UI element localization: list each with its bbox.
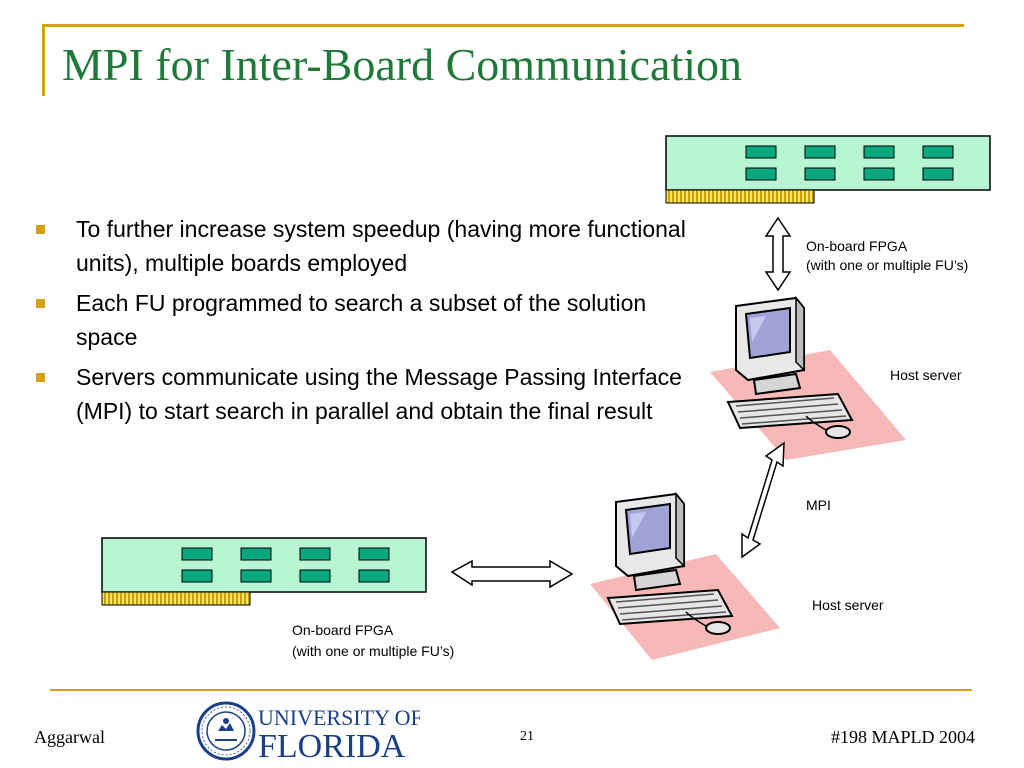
fpga-bottom-label-line1: On-board FPGA xyxy=(292,622,394,638)
fpga-board-bottom xyxy=(101,537,427,606)
bullet-list: To further increase system speedup (havi… xyxy=(36,212,696,434)
mpi-double-arrow xyxy=(741,441,785,559)
bullet-marker xyxy=(36,299,45,308)
university-of-florida-logo: UNIVERSITY OF FLORIDA xyxy=(196,701,420,761)
bullet-text: Each FU programmed to search a subset of… xyxy=(76,290,647,350)
double-arrow-vertical xyxy=(764,216,792,292)
footer-author: Aggarwal xyxy=(34,727,105,747)
university-seal-icon xyxy=(196,701,256,761)
bullet-marker xyxy=(36,373,45,382)
mpi-label: MPI xyxy=(806,497,831,513)
host-bottom-label: Host server xyxy=(812,597,884,613)
footer-line xyxy=(50,689,972,691)
bullet-item: Servers communicate using the Message Pa… xyxy=(36,360,696,428)
footer-conference: #198 MAPLD 2004 xyxy=(831,727,976,747)
page-number: 21 xyxy=(520,729,534,744)
host-server-bottom xyxy=(590,493,780,660)
host-server-top xyxy=(710,297,906,460)
fpga-top-label-line1: On-board FPGA xyxy=(806,238,908,254)
frame-top-line xyxy=(42,24,964,27)
fpga-board-top xyxy=(665,135,991,204)
frame-left-line xyxy=(42,24,45,96)
bullet-item: To further increase system speedup (havi… xyxy=(36,212,696,280)
bullet-item: Each FU programmed to search a subset of… xyxy=(36,286,696,354)
bullet-text: Servers communicate using the Message Pa… xyxy=(76,364,682,424)
host-top-label: Host server xyxy=(890,367,962,383)
double-arrow-horizontal xyxy=(450,559,574,589)
logo-line2: FLORIDA xyxy=(258,728,406,761)
logo-line1: UNIVERSITY OF xyxy=(258,705,420,730)
bullet-marker xyxy=(36,225,45,234)
fpga-bottom-label-line2: (with one or multiple FU’s) xyxy=(292,643,454,659)
bullet-text: To further increase system speedup (havi… xyxy=(76,216,686,276)
slide-title: MPI for Inter-Board Communication xyxy=(62,39,743,90)
fpga-top-label-line2: (with one or multiple FU’s) xyxy=(806,257,968,273)
